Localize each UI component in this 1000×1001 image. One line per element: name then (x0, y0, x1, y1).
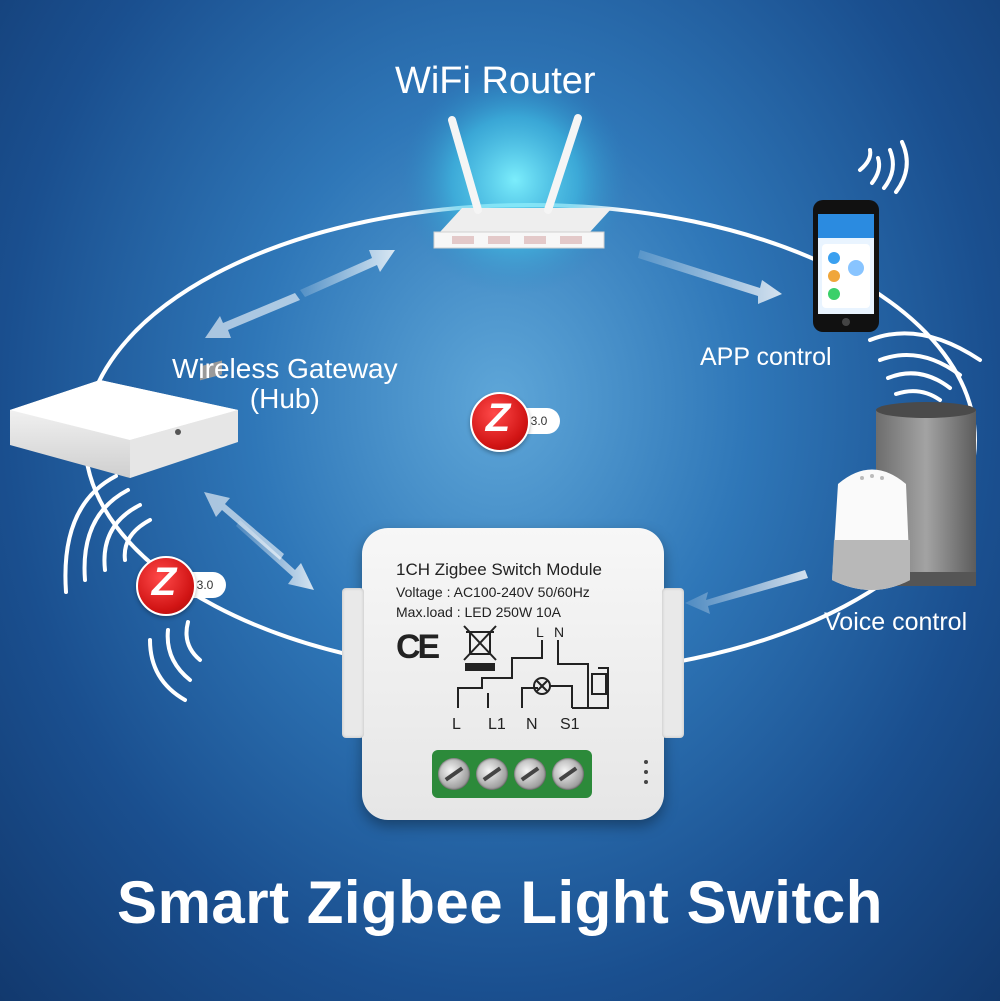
wifi-router-icon (433, 114, 612, 249)
main-title: Smart Zigbee Light Switch (117, 869, 883, 936)
module-ear-left (342, 588, 364, 738)
app-control-label: APP control (700, 343, 832, 371)
wiring-label-n: N (554, 624, 565, 640)
zigbee-badge-center: 3.0 Z (470, 392, 562, 452)
ce-mark-icon: CE (396, 628, 440, 666)
zigbee-badge-left: 3.0 Z (136, 556, 228, 616)
wifi-signal-icon (63, 140, 982, 702)
weee-bin-icon (463, 625, 497, 671)
gateway-label-line2: (Hub) (249, 383, 320, 414)
flow-arrows (204, 250, 808, 614)
indicator-dot (644, 760, 648, 764)
zigbee-symbol: Z (151, 560, 177, 604)
arrow-hub-to-router (300, 250, 395, 297)
module-voltage: Voltage : AC100-240V 50/60Hz (396, 584, 590, 600)
arrow-router-to-app (638, 250, 782, 304)
terminal-label-l1: L1 (488, 716, 506, 733)
terminal-label-l: L (452, 716, 461, 733)
zigbee-logo-icon (136, 556, 196, 616)
screw-icon (438, 758, 470, 790)
zigbee-symbol: Z (485, 396, 511, 440)
module-title: 1CH Zigbee Switch Module (396, 560, 602, 579)
gateway-label: Wireless Gateway (Hub) (172, 354, 398, 414)
arrow-router-to-hub (205, 293, 300, 338)
terminal-label-s1: S1 (560, 716, 580, 733)
indicator-dot (644, 770, 648, 774)
terminal-label-n: N (526, 716, 538, 733)
wiring-label-l: L (536, 624, 544, 640)
module-ear-right (662, 588, 684, 738)
smartphone-icon (813, 200, 879, 332)
wiring-diagram (457, 625, 609, 709)
terminal-block (432, 750, 592, 798)
screw-icon (552, 758, 584, 790)
screw-icon (514, 758, 546, 790)
zigbee-logo-icon (470, 392, 530, 452)
switch-module: 1CH Zigbee Switch Module Voltage : AC100… (342, 528, 684, 820)
indicator-dot (644, 780, 648, 784)
smart-speaker-icon (832, 469, 910, 590)
router-label: WiFi Router (395, 60, 596, 102)
gateway-label-line1: Wireless Gateway (172, 353, 398, 384)
arrow-module-to-hub (204, 492, 284, 560)
zigbee-hub-icon (10, 360, 238, 478)
voice-control-label: Voice control (824, 608, 968, 636)
screw-icon (476, 758, 508, 790)
module-max-load: Max.load : LED 250W 10A (396, 604, 561, 620)
arrow-voice-to-module (685, 570, 808, 614)
